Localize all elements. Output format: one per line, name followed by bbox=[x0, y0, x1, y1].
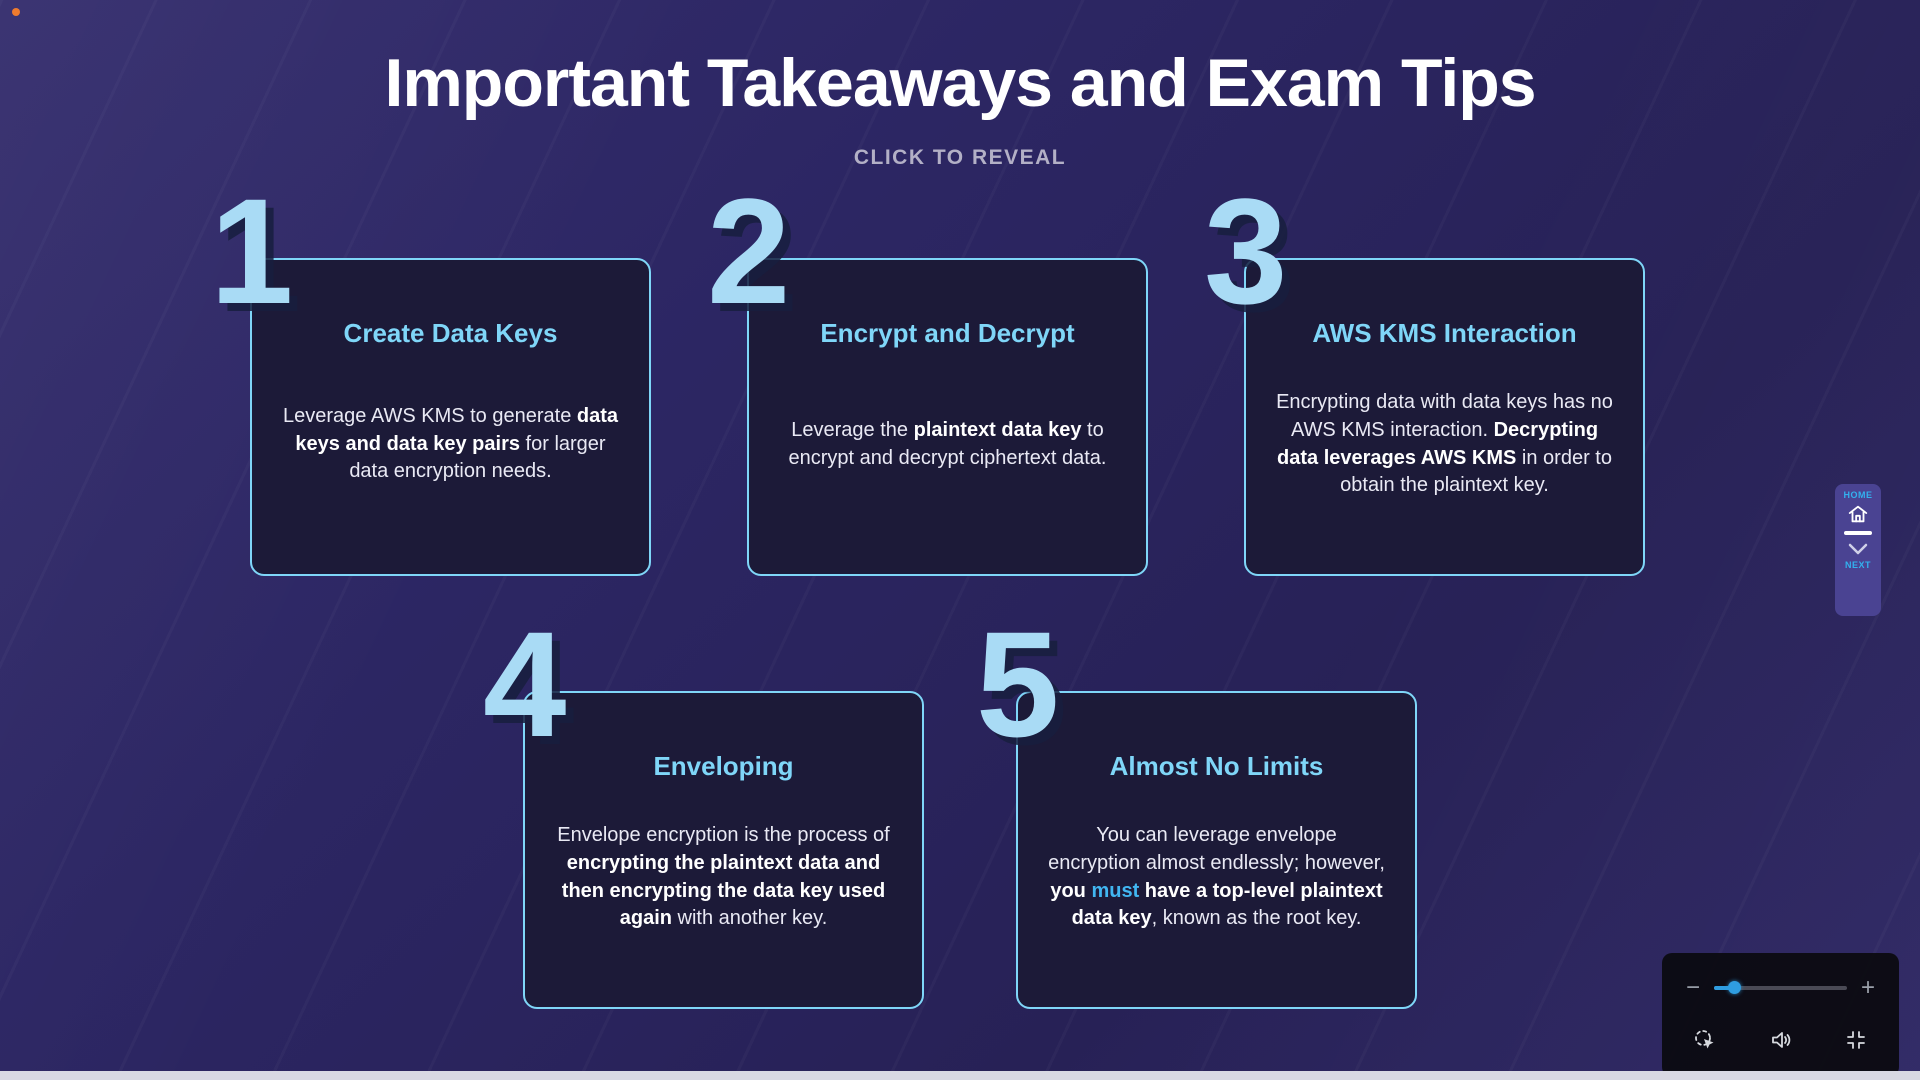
card-number: 2 bbox=[707, 167, 791, 335]
card-number: 5 bbox=[976, 600, 1060, 768]
card-number: 1 bbox=[210, 167, 294, 335]
volume-button[interactable] bbox=[1766, 1025, 1796, 1055]
compress-icon bbox=[1844, 1028, 1868, 1052]
zoom-controls: − + bbox=[1662, 973, 1899, 1001]
fullscreen-toggle-button[interactable] bbox=[1841, 1025, 1871, 1055]
home-icon bbox=[1847, 503, 1869, 525]
card-heading: Almost No Limits bbox=[1109, 751, 1324, 781]
text-segment: Leverage AWS KMS to generate bbox=[283, 405, 577, 428]
card-body: Envelope encryption is the process of en… bbox=[555, 822, 892, 932]
card-create-data-keys[interactable]: 1 Create Data Keys Leverage AWS KMS to g… bbox=[210, 176, 651, 576]
player-controls: − + bbox=[1662, 953, 1899, 1077]
text-segment: Encrypting data with data keys has no AW… bbox=[1276, 391, 1613, 441]
text-segment-bold: plaintext data key bbox=[913, 418, 1082, 441]
zoom-out-button[interactable]: − bbox=[1686, 973, 1701, 1001]
card-aws-kms-interaction[interactable]: 3 AWS KMS Interaction Encrypting data wi… bbox=[1204, 176, 1645, 576]
text-segment: for larger data encryption needs. bbox=[349, 432, 606, 483]
card-heading: Enveloping bbox=[653, 751, 794, 781]
bottom-scrollbar[interactable] bbox=[0, 1071, 1920, 1080]
card-heading: Create Data Keys bbox=[343, 318, 558, 348]
text-segment: You can leverage envelope encryption alm… bbox=[1048, 824, 1385, 874]
card-encrypt-and-decrypt[interactable]: 2 Encrypt and Decrypt Leverage the plain… bbox=[707, 176, 1148, 576]
next-slide-button[interactable] bbox=[1846, 541, 1870, 557]
text-segment-bold: encrypting the plaintext data and then e… bbox=[561, 851, 886, 930]
text-segment: Envelope encryption is the process of bbox=[557, 824, 890, 847]
home-button[interactable] bbox=[1847, 503, 1869, 525]
cursor-click-icon bbox=[1693, 1028, 1717, 1052]
text-segment-bold: Decrypting data leverages AWS KMS bbox=[1277, 418, 1599, 469]
card-enveloping[interactable]: 4 Enveloping Envelope encryption is the … bbox=[483, 609, 924, 1009]
player-icon-row bbox=[1662, 1025, 1899, 1055]
slide-header: Important Takeaways and Exam Tips CLICK … bbox=[0, 44, 1920, 170]
text-segment-bold: have a top-level plaintext data key bbox=[1071, 879, 1383, 930]
card-body: You can leverage envelope encryption alm… bbox=[1048, 822, 1385, 932]
volume-icon bbox=[1769, 1028, 1793, 1052]
card-almost-no-limits[interactable]: 5 Almost No Limits You can leverage enve… bbox=[976, 609, 1417, 1009]
card-number: 4 bbox=[483, 600, 567, 768]
zoom-in-button[interactable]: + bbox=[1860, 973, 1875, 1001]
text-segment: in order to obtain the plaintext key. bbox=[1340, 446, 1612, 497]
zoom-slider-track bbox=[1714, 985, 1847, 990]
text-segment: , known as the root key. bbox=[1151, 907, 1362, 930]
chevron-down-icon bbox=[1846, 541, 1870, 557]
card-number: 3 bbox=[1204, 167, 1288, 335]
slide-side-nav: HOME NEXT bbox=[1835, 484, 1881, 616]
home-label: HOME bbox=[1843, 490, 1873, 500]
page-title: Important Takeaways and Exam Tips bbox=[384, 45, 1536, 121]
click-to-reveal-hint: CLICK TO REVEAL bbox=[853, 146, 1067, 169]
text-segment-highlight: must bbox=[1091, 879, 1140, 902]
text-segment: to encrypt and decrypt ciphertext data. bbox=[788, 418, 1107, 469]
card-heading: AWS KMS Interaction bbox=[1312, 318, 1577, 348]
text-segment-bold: you bbox=[1050, 879, 1092, 902]
nav-divider bbox=[1844, 531, 1872, 535]
zoom-slider-thumb[interactable] bbox=[1727, 980, 1741, 994]
card-body: Encrypting data with data keys has no AW… bbox=[1276, 389, 1613, 499]
text-segment: Leverage the bbox=[791, 418, 914, 441]
zoom-slider[interactable] bbox=[1714, 980, 1847, 996]
text-segment-bold: data keys and data key pairs bbox=[295, 405, 618, 455]
next-label: NEXT bbox=[1844, 559, 1871, 570]
card-body: Leverage the plaintext data key to encry… bbox=[779, 417, 1116, 472]
zoom-slider-fill bbox=[1714, 985, 1734, 990]
card-body: Leverage AWS KMS to generate data keys a… bbox=[282, 403, 619, 486]
recording-indicator-dot bbox=[12, 8, 20, 16]
pointer-mode-button[interactable] bbox=[1690, 1025, 1720, 1055]
text-segment: with another key. bbox=[671, 907, 828, 930]
card-heading: Encrypt and Decrypt bbox=[820, 318, 1075, 348]
